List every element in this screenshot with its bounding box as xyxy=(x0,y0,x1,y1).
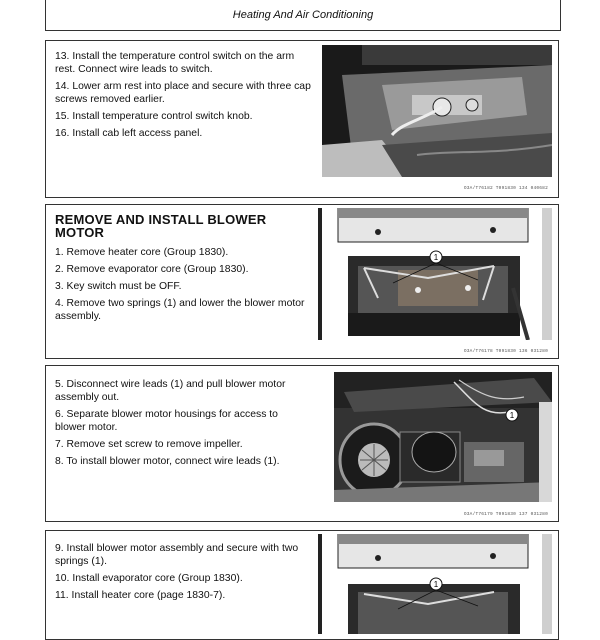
steps-list: 13. Install the temperature control swit… xyxy=(55,50,311,144)
callout-1-label: 1 xyxy=(510,411,515,420)
step-6: 6. Separate blower motor housings for ac… xyxy=(55,409,278,433)
steps-list: REMOVE AND INSTALL BLOWER MOTOR 1. Remov… xyxy=(55,213,311,327)
callout-1-label: 1 xyxy=(434,580,439,589)
procedure-panel-2: REMOVE AND INSTALL BLOWER MOTOR 1. Remov… xyxy=(45,204,559,359)
procedure-panel-4: 9. Install blower motor assembly and sec… xyxy=(45,530,559,640)
procedure-panel-3: 5. Disconnect wire leads (1) and pull bl… xyxy=(45,365,559,522)
blower-install-photo: 1 xyxy=(318,534,552,634)
step-3: 3. Key switch must be OFF. xyxy=(55,281,182,292)
step-4: 4. Remove two springs (1) and lower the … xyxy=(55,298,305,322)
blower-motor-photo: 1 xyxy=(334,372,552,502)
blower-springs-photo: 1 xyxy=(318,208,552,340)
armrest-photo xyxy=(322,45,552,177)
step-1: 1. Remove heater core (Group 1830). xyxy=(55,247,229,258)
steps-list: 9. Install blower motor assembly and sec… xyxy=(55,542,311,606)
page-header-title: Heating And Air Conditioning xyxy=(232,9,374,21)
step-10: 10. Install evaporator core (Group 1830)… xyxy=(55,573,243,584)
section-title: REMOVE AND INSTALL BLOWER MOTOR xyxy=(55,212,267,240)
page-header: Heating And Air Conditioning xyxy=(45,0,561,31)
step-14: 14. Lower arm rest into place and secure… xyxy=(55,81,311,105)
step-15: 15. Install temperature control switch k… xyxy=(55,111,253,122)
step-16: 16. Install cab left access panel. xyxy=(55,128,203,139)
procedure-panel-1: 13. Install the temperature control swit… xyxy=(45,40,559,198)
callout-1-label: 1 xyxy=(434,253,439,262)
step-8: 8. To install blower motor, connect wire… xyxy=(55,456,280,467)
step-11: 11. Install heater core (page 1830-7). xyxy=(55,590,226,601)
figure-code: O3A/T76179 T091830 137 031280 xyxy=(463,512,548,517)
step-2: 2. Remove evaporator core (Group 1830). xyxy=(55,264,249,275)
step-7: 7. Remove set screw to remove impeller. xyxy=(55,439,243,450)
step-9: 9. Install blower motor assembly and sec… xyxy=(55,543,299,567)
steps-list: 5. Disconnect wire leads (1) and pull bl… xyxy=(55,378,311,472)
figure-code: O3A/T76178 T091830 136 031280 xyxy=(463,349,548,354)
figure-code: O3A/T76182 T091830 134 040682 xyxy=(463,186,548,191)
step-5: 5. Disconnect wire leads (1) and pull bl… xyxy=(55,379,286,403)
step-13: 13. Install the temperature control swit… xyxy=(55,51,295,75)
